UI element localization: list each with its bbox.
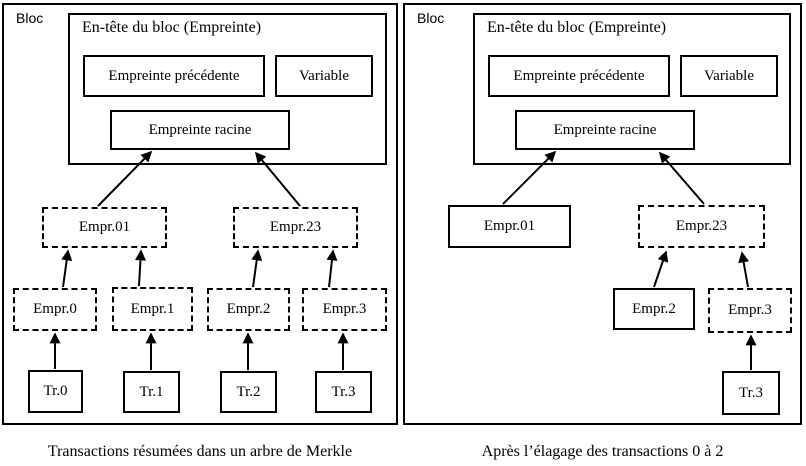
empr3-node-right: Empr.3 <box>708 288 792 333</box>
tr3-node-left: Tr.3 <box>315 371 372 413</box>
empr0-node-left: Empr.0 <box>13 288 97 331</box>
empr2-node-right: Empr.2 <box>613 288 695 330</box>
root-hash-node-right: Empreinte racine <box>515 110 695 150</box>
root-hash-node-left: Empreinte racine <box>110 110 290 150</box>
tr1-node-left: Tr.1 <box>123 371 180 413</box>
block-header-title-left: En-tête du bloc (Empreinte) <box>82 19 262 36</box>
variable-node-left: Variable <box>275 55 373 97</box>
empr2-node-left: Empr.2 <box>207 288 290 331</box>
empr1-node-left: Empr.1 <box>112 287 193 331</box>
empr3-node-left: Empr.3 <box>302 288 387 331</box>
tr0-node-left: Tr.0 <box>28 370 83 413</box>
empr23-node-right: Empr.23 <box>638 205 765 248</box>
empr01-node-right: Empr.01 <box>448 205 571 248</box>
variable-node-right: Variable <box>680 55 778 97</box>
bloc-label-right: Bloc <box>417 10 445 26</box>
block-header-title-right: En-tête du bloc (Empreinte) <box>487 19 667 36</box>
tr2-node-left: Tr.2 <box>220 371 277 413</box>
caption-right: Après l’élagage des transactions 0 à 2 <box>481 443 724 460</box>
prev-hash-node-left: Empreinte précédente <box>83 55 265 97</box>
empr01-node-left: Empr.01 <box>42 207 167 248</box>
prev-hash-node-right: Empreinte précédente <box>488 55 670 97</box>
bloc-label-left: Bloc <box>16 10 44 26</box>
empr23-node-left: Empr.23 <box>233 207 358 248</box>
caption-left: Transactions résumées dans un arbre de M… <box>47 443 353 460</box>
tr3-node-right: Tr.3 <box>722 371 780 415</box>
